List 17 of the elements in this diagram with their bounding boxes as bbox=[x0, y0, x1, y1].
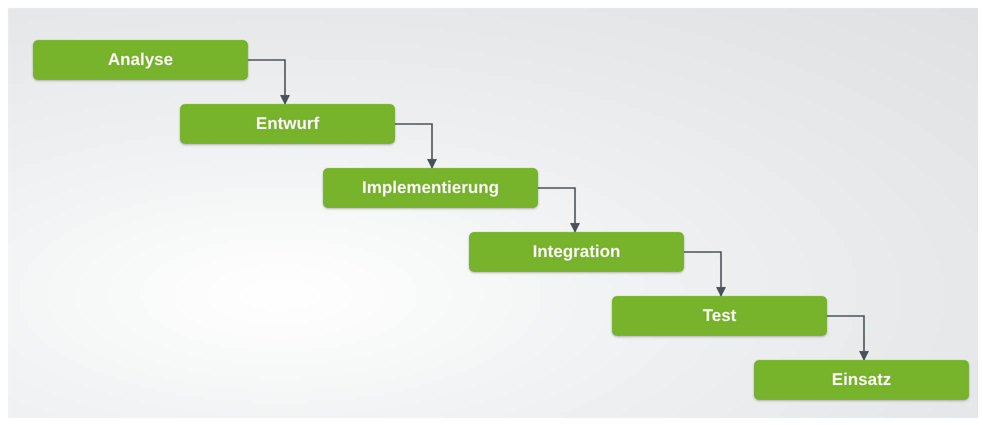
step-label: Analyse bbox=[108, 50, 174, 70]
process-box bbox=[323, 168, 538, 208]
process-box bbox=[754, 360, 969, 400]
process-box bbox=[33, 40, 248, 80]
process-box bbox=[612, 296, 827, 336]
arrow bbox=[827, 315, 869, 361]
step-label: Einsatz bbox=[832, 370, 892, 390]
step-label: Implementierung bbox=[362, 178, 499, 198]
step-label: Test bbox=[702, 306, 736, 326]
step-label: Integration bbox=[532, 242, 620, 262]
arrow bbox=[248, 59, 290, 105]
arrow bbox=[684, 251, 726, 297]
arrow bbox=[395, 123, 437, 169]
arrow bbox=[538, 187, 580, 233]
process-box bbox=[469, 232, 684, 272]
process-box bbox=[180, 104, 395, 144]
step-label: Entwurf bbox=[256, 114, 320, 134]
